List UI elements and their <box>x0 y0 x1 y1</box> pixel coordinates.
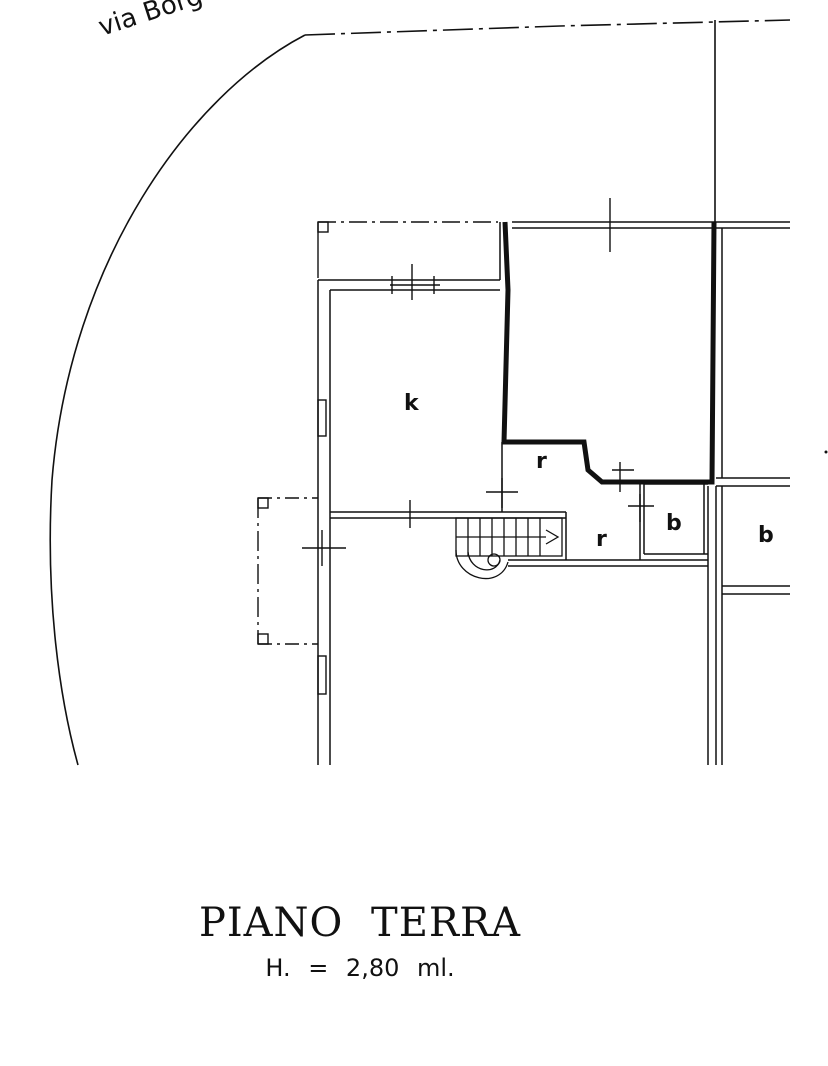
terrace-outline <box>257 221 498 645</box>
exterior-walls <box>317 221 790 765</box>
plan-height: H. = 2,80 ml. <box>265 954 455 982</box>
edge-dot <box>824 450 828 454</box>
opening-marks <box>302 198 654 695</box>
plan-title-block: PIANO TERRA H. = 2,80 ml. <box>0 900 720 982</box>
plan-title: PIANO TERRA <box>198 900 522 946</box>
staircase <box>455 517 563 579</box>
room-label-kitchen: k <box>404 391 420 416</box>
unit-boundary-heavy-wall <box>501 221 717 485</box>
room-label-bath-left: b <box>666 511 682 536</box>
lot-boundary <box>49 19 791 766</box>
room-label-storage-upper: r <box>536 449 547 474</box>
street-label: via Borg <box>95 0 206 43</box>
room-label-bath-right: b <box>758 523 774 548</box>
room-label-storage-lower: r <box>596 527 607 552</box>
